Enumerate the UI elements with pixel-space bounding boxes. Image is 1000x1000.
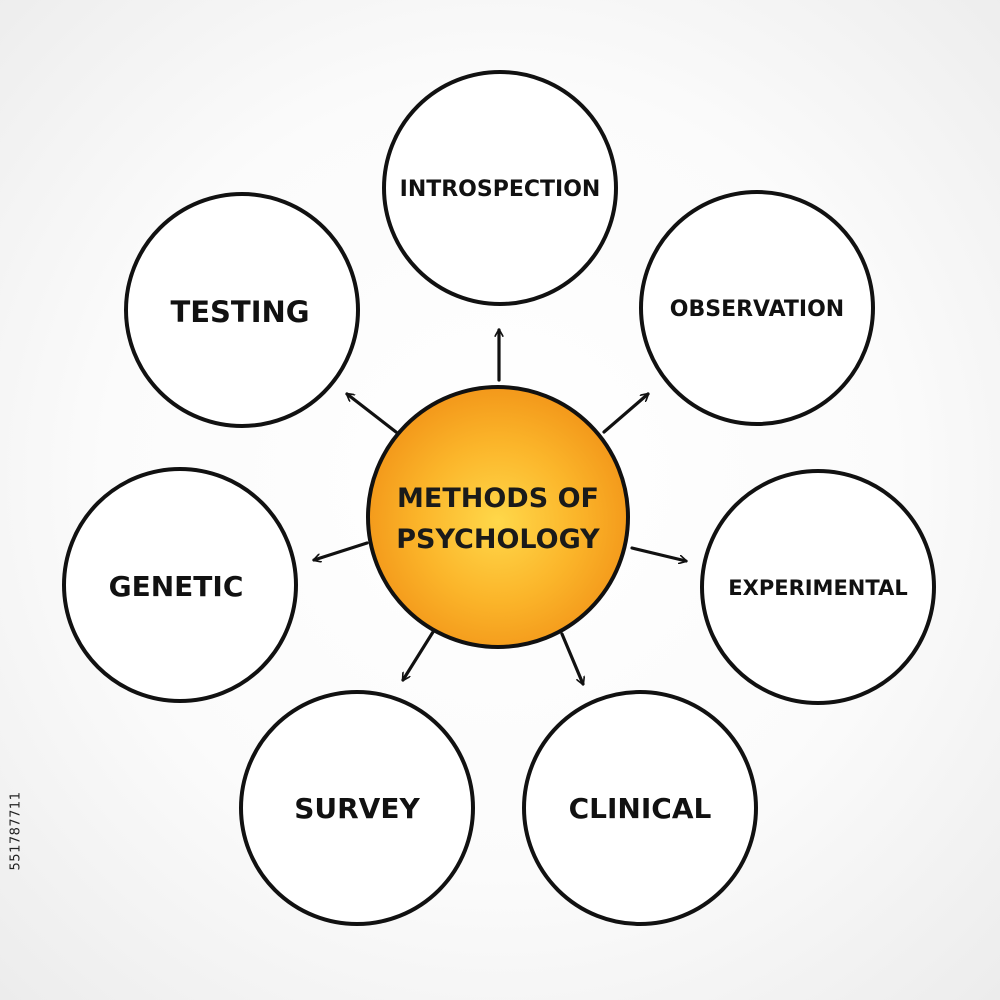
arrow-experimental (630, 546, 686, 561)
center-title-line2: PSYCHOLOGY (396, 524, 600, 555)
stock-id-watermark: 551787711 (4, 776, 30, 886)
node-label-experimental: EXPERIMENTAL (728, 576, 907, 600)
node-label-introspection: INTROSPECTION (400, 177, 601, 202)
node-label-genetic: GENETIC (109, 570, 244, 603)
arrow-clinical (560, 632, 583, 684)
node-introspection: INTROSPECTION (382, 70, 618, 306)
stock-id-text: 551787711 (8, 791, 24, 871)
method-nodes: INTROSPECTION OBSERVATION EXPERIMENTAL C… (62, 70, 936, 926)
arrow-genetic (314, 541, 369, 560)
node-label-testing: TESTING (170, 295, 309, 329)
connector-arrows (314, 330, 686, 684)
node-clinical: CLINICAL (522, 690, 758, 926)
center-title-line1: METHODS OF (397, 483, 599, 514)
node-genetic: GENETIC (62, 467, 298, 703)
node-label-survey: SURVEY (294, 792, 420, 825)
node-label-clinical: CLINICAL (569, 792, 712, 825)
node-survey: SURVEY (239, 690, 475, 926)
arrow-observation (602, 392, 650, 434)
node-testing: TESTING (124, 192, 360, 428)
node-experimental: EXPERIMENTAL (700, 469, 936, 705)
arrow-testing (345, 392, 398, 434)
center-node: METHODS OF PSYCHOLOGY (366, 385, 630, 649)
node-observation: OBSERVATION (639, 190, 875, 426)
node-label-observation: OBSERVATION (670, 297, 844, 322)
arrow-survey (401, 630, 435, 682)
